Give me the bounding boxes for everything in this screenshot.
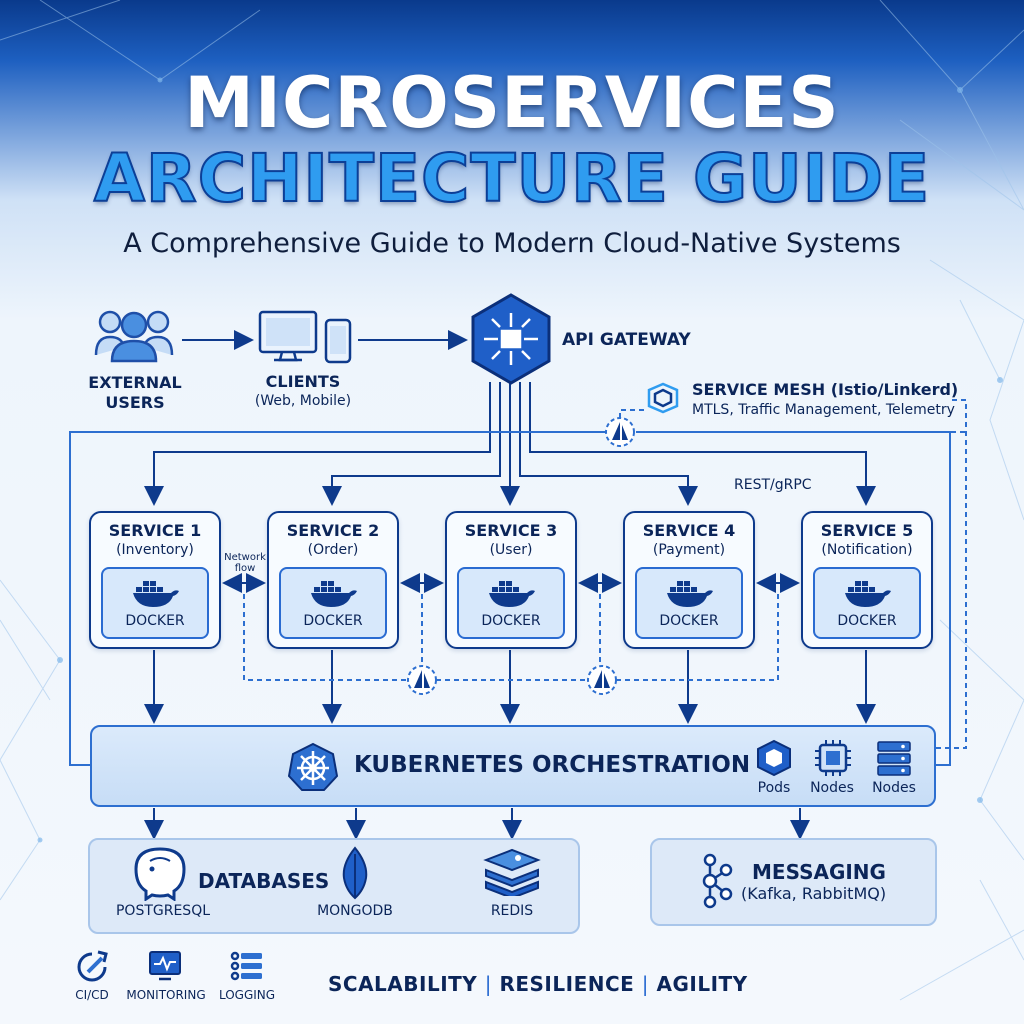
logging-label: LOGGING: [218, 988, 276, 1002]
service-subtitle: (User): [489, 542, 533, 558]
users-icon: [94, 310, 174, 363]
title-line-2: ARCHITECTURE GUIDE: [93, 139, 931, 218]
title-line-1: MICROSERVICES: [184, 62, 840, 144]
docker-whale-icon: [133, 581, 179, 607]
pods-icon: [757, 739, 791, 777]
service-name: SERVICE 2: [286, 521, 380, 540]
service-card-3[interactable]: SERVICE 3 (User) DOCKER: [445, 511, 577, 649]
tagline-resilience: RESILIENCE: [499, 972, 635, 996]
tagline-agility: AGILITY: [656, 972, 748, 996]
api-gateway-label: API GATEWAY: [562, 330, 691, 350]
tagline-divider-1: |: [484, 972, 492, 996]
redis-label: REDIS: [490, 903, 534, 919]
service-card-1[interactable]: SERVICE 1 (Inventory) DOCKER: [89, 511, 221, 649]
docker-container: DOCKER: [101, 567, 209, 639]
redis-icon: [483, 848, 541, 896]
docker-whale-icon: [667, 581, 713, 607]
docker-container: DOCKER: [457, 567, 565, 639]
service-card-2[interactable]: SERVICE 2 (Order) DOCKER: [267, 511, 399, 649]
server-rack-icon: [877, 741, 911, 776]
messaging-sub: (Kafka, RabbitMQ): [741, 884, 887, 903]
monitoring-icon[interactable]: [148, 950, 182, 982]
service-card-5[interactable]: SERVICE 5 (Notification) DOCKER: [801, 511, 933, 649]
service-mesh-desc: MTLS, Traffic Management, Telemetry: [692, 402, 955, 418]
nodes-label-1: Nodes: [810, 780, 854, 796]
kubernetes-title: KUBERNETES ORCHESTRATION: [354, 752, 751, 778]
nodes-label-2: Nodes: [872, 780, 916, 796]
node-chip-icon: [815, 740, 851, 776]
service-name: SERVICE 3: [464, 521, 558, 540]
subtitle: A Comprehensive Guide to Modern Cloud-Na…: [123, 228, 901, 259]
clients-subtitle: (Web, Mobile): [254, 393, 352, 409]
service-subtitle: (Notification): [821, 542, 913, 558]
docker-label: DOCKER: [125, 613, 185, 629]
service-card-4[interactable]: SERVICE 4 (Payment) DOCKER: [623, 511, 755, 649]
service-name: SERVICE 5: [820, 521, 914, 540]
service-mesh-title: SERVICE MESH (Istio/Linkerd): [692, 380, 959, 399]
service-subtitle: (Inventory): [116, 542, 194, 558]
mongodb-label: MONGODB: [317, 903, 393, 919]
api-gateway-icon[interactable]: [470, 293, 552, 385]
service-name: SERVICE 1: [108, 521, 202, 540]
service-name: SERVICE 4: [642, 521, 736, 540]
docker-container: DOCKER: [279, 567, 387, 639]
docker-label: DOCKER: [659, 613, 719, 629]
protocol-label: REST/gRPC: [734, 477, 812, 493]
logging-icon[interactable]: [230, 950, 264, 982]
databases-title: DATABASES: [198, 869, 330, 893]
docker-whale-icon: [845, 581, 891, 607]
kubernetes-panel: [90, 725, 936, 807]
docker-container: DOCKER: [813, 567, 921, 639]
clients-label: CLIENTS: [265, 372, 341, 391]
postgresql-icon: [134, 847, 186, 901]
docker-container: DOCKER: [635, 567, 743, 639]
monitoring-label: MONITORING: [126, 988, 206, 1002]
service-subtitle: (Order): [307, 542, 359, 558]
devices-icon: [258, 310, 352, 364]
docker-label: DOCKER: [481, 613, 541, 629]
messaging-title: MESSAGING: [752, 860, 886, 884]
pods-label: Pods: [757, 780, 791, 796]
kubernetes-icon: [288, 742, 338, 791]
kafka-icon: [702, 853, 733, 909]
messaging-panel: [650, 838, 937, 926]
cicd-icon[interactable]: [76, 950, 110, 982]
cicd-label: CI/CD: [75, 988, 109, 1002]
docker-label: DOCKER: [837, 613, 897, 629]
service-mesh-icon: [647, 382, 679, 414]
tagline-divider-2: |: [641, 972, 650, 996]
docker-label: DOCKER: [303, 613, 363, 629]
postgresql-label: POSTGRESQL: [115, 903, 211, 919]
mongodb-leaf-icon: [342, 846, 368, 900]
service-subtitle: (Payment): [652, 542, 726, 558]
docker-whale-icon: [489, 581, 535, 607]
tagline-scalability: SCALABILITY: [328, 972, 478, 996]
tagline: SCALABILITY | RESILIENCE | AGILITY: [328, 972, 748, 996]
docker-whale-icon: [311, 581, 357, 607]
